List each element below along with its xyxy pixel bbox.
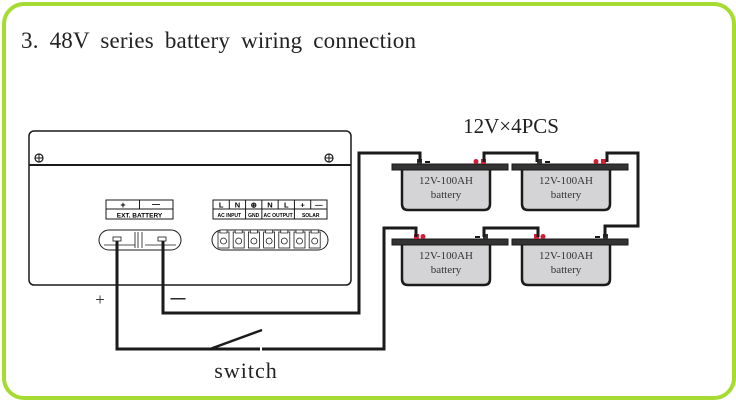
negative-terminal [475,234,488,239]
terminal-top-label: L [219,201,224,210]
negative-wire [161,151,422,315]
battery-rating: 12V-100AH [419,175,473,187]
terminal-group-label: AC OUTPUT [264,213,293,219]
battery-bank-label: 12V×4PCS [463,114,559,138]
terminal-label-box: L N ⊕ N L + — AC INPUT GND AC OUTPUT SOLAR [212,199,328,220]
terminal-group-label: GND [248,213,260,219]
terminal-screw [232,229,245,249]
switch-lever [209,328,263,351]
ext-battery-connector [98,229,182,251]
screw-icon-left [34,153,44,163]
terminal-group-label: AC INPUT [217,213,241,219]
terminal-screw [293,229,306,249]
battery-name: battery [431,189,462,201]
battery-4: 12V-100AH battery [511,234,629,287]
series-link-4-3 [482,226,540,237]
series-link-2-4 [603,151,640,237]
positive-terminal [534,234,546,239]
ext-battery-label: EXT. BATTERY [117,213,163,220]
battery-name: battery [431,264,462,276]
terminal-top-label: — [315,201,323,210]
inverter: + — EXT. BATTERY L N ⊕ N L + — AC INPUT GND AC O… [28,130,352,286]
negative-wire-label: — [171,290,186,307]
negative-terminal [537,159,550,164]
ext-battery-pos-label: + [120,200,125,210]
series-link-1-2 [482,151,539,162]
battery-2: 12V-100AH battery [511,159,629,212]
terminal-screw [217,229,230,249]
ext-battery-label-box: + — EXT. BATTERY [105,199,174,220]
diagram-title: 3. 48V series battery wiring connection [21,28,417,53]
terminal-group-label: SOLAR [302,213,320,219]
battery-3: 12V-100AH battery [391,234,509,287]
terminal-screw [247,229,260,249]
terminal-top-label: N [235,201,240,210]
terminal-top-label: + [300,201,305,210]
terminal-top-label: ⊕ [251,201,258,210]
battery-rating: 12V-100AH [539,175,593,187]
switch-label: switch [214,358,277,383]
terminal-screw [308,229,321,249]
positive-terminal [593,159,606,164]
terminal-screw [263,229,276,249]
screw-icon-right [324,153,334,163]
battery-name: battery [551,189,582,201]
terminal-block [211,229,329,251]
ext-battery-neg-label: — [152,200,160,209]
positive-wire-battery-side [262,226,418,351]
battery-name: battery [551,264,582,276]
terminal-screw [278,229,291,249]
positive-wire-label: + [95,290,105,309]
battery-rating: 12V-100AH [419,250,473,262]
wires [115,151,640,351]
battery-1: 12V-100AH battery [391,159,509,212]
terminal-top-label: N [267,201,272,210]
terminal-top-label: L [284,201,289,210]
battery-rating: 12V-100AH [539,250,593,262]
